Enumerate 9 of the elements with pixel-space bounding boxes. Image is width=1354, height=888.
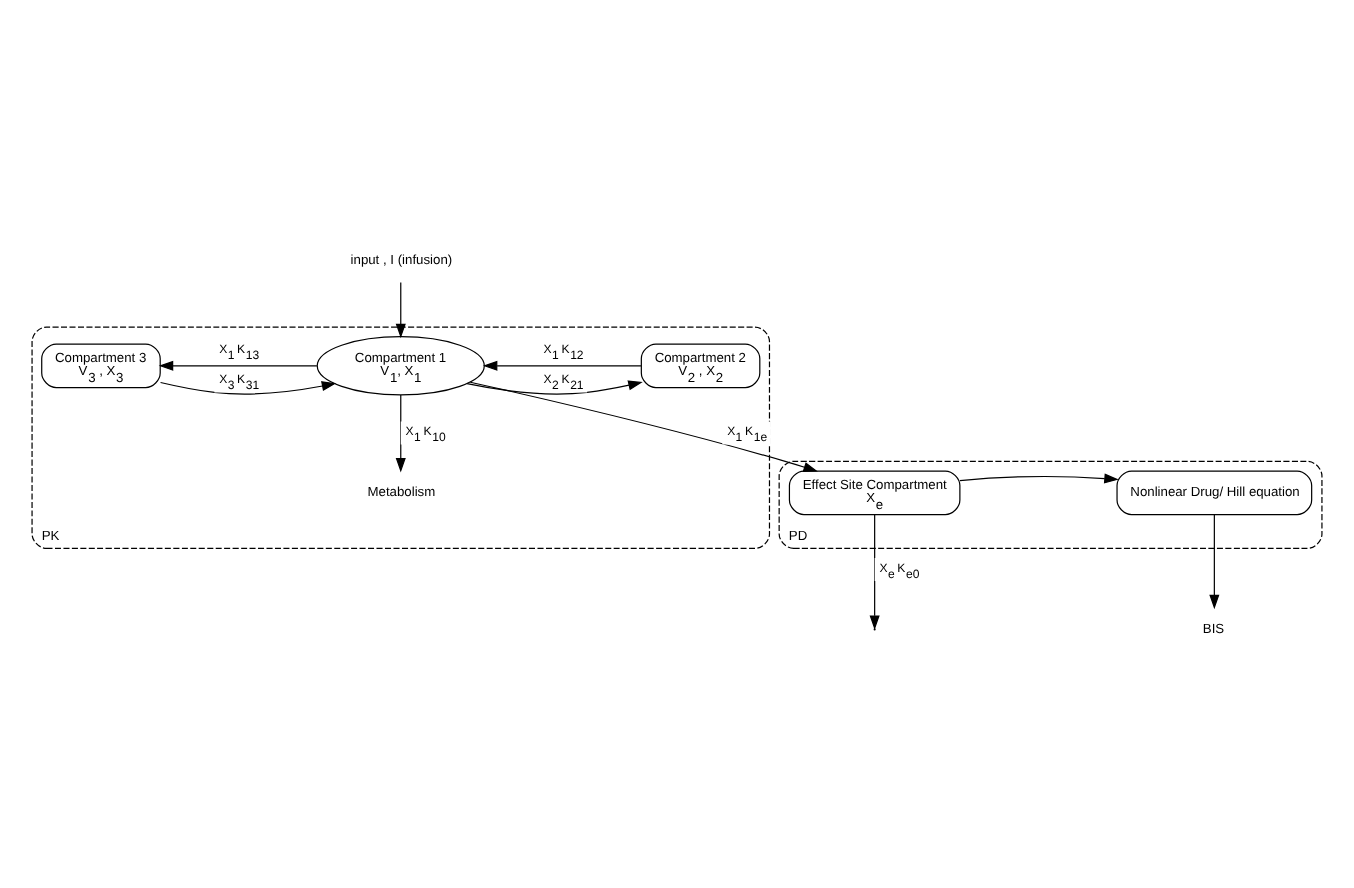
arrow bbox=[395, 281, 406, 338]
arrow bbox=[959, 472, 1119, 483]
arrow bbox=[466, 379, 643, 394]
arrow bbox=[469, 380, 818, 471]
arrow bbox=[482, 359, 642, 370]
arrow bbox=[1209, 513, 1220, 609]
arrow bbox=[158, 359, 318, 370]
arrow bbox=[395, 393, 406, 472]
arrow bbox=[159, 380, 337, 394]
